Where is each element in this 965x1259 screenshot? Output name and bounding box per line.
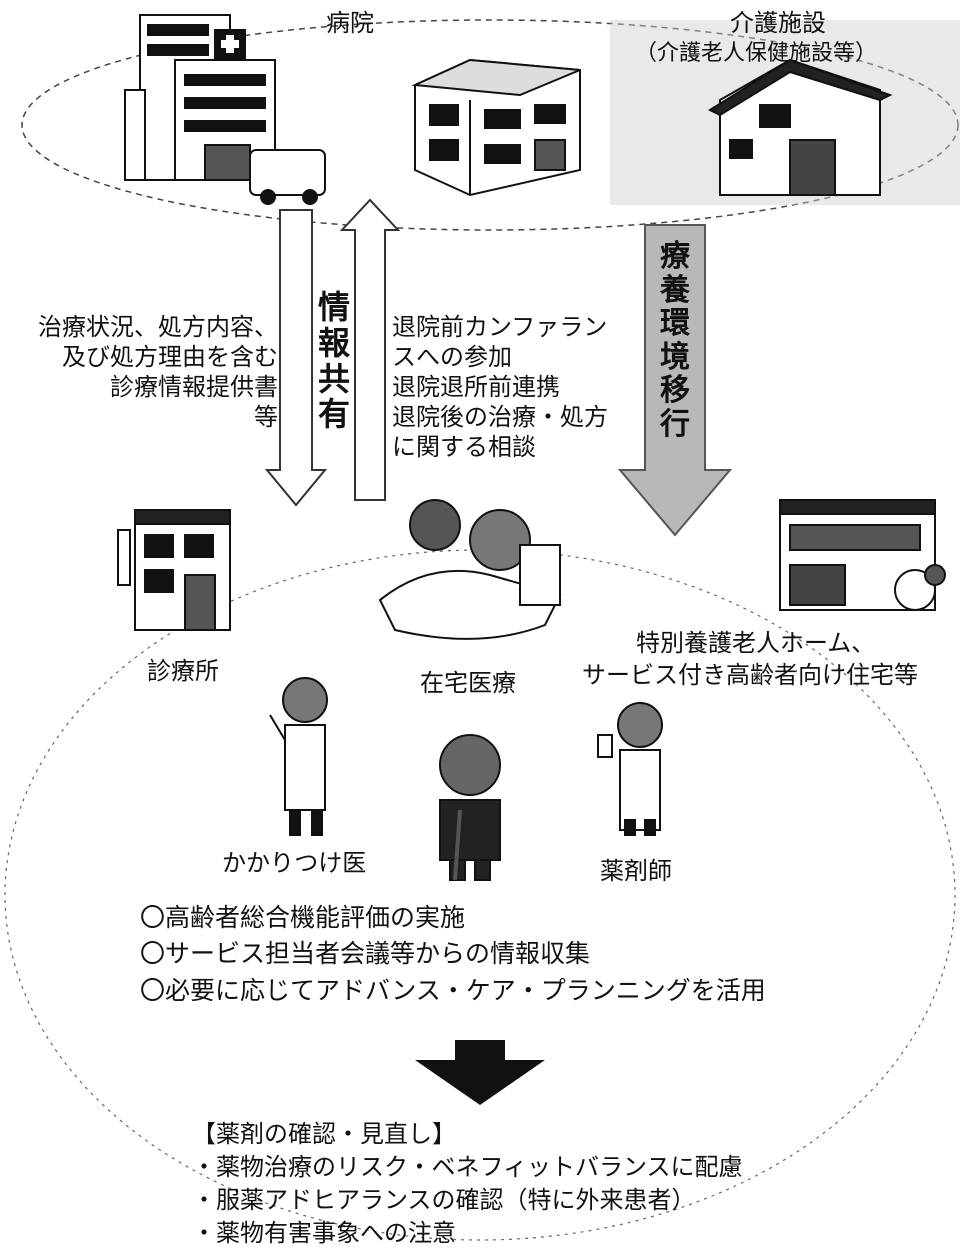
elderly-patient-icon [439,734,501,881]
nursing-home-icon [779,499,946,611]
community-region [4,549,956,1241]
clinic-label: 診療所 [147,657,219,685]
home-care-icon [378,499,562,640]
review-title: 【薬剤の確認・見直し】 [192,1120,456,1148]
info-right-line-2: スへの参加 [392,343,512,371]
transition-down-arrow [617,224,733,537]
info-left-block: 治療状況、処方内容、 及び処方理由を含む 診療情報提供書 等 [20,312,278,432]
doctor-figure-icon [269,677,328,836]
hospital-label: 病院 [326,9,374,37]
info-right-line-1: 退院前カンファラン [392,313,608,341]
info-left-line-2: 及び処方理由を含む [62,343,278,371]
transition-vertical: 療養環境移行 [660,239,690,442]
assessment-item-2: 〇サービス担当者会議等からの情報収集 [140,939,591,969]
info-left-line-1: 治療状況、処方内容、 [38,313,278,341]
review-down-arrow [415,1040,545,1105]
care-facility-house-icon [707,58,893,196]
review-item-3: ・薬物有害事象への注意 [192,1219,456,1248]
review-item-2: ・服薬アドヒアランスの確認（特に外来患者） [192,1186,696,1215]
assessment-item-1: 〇高齢者総合機能評価の実施 [140,903,466,932]
info-up-arrow [339,198,401,501]
assessment-list: 〇高齢者総合機能評価の実施 〇サービス担当者会議等からの情報収集 〇必要に応じて… [140,900,766,1009]
info-right-line-4: 退院後の治療・処方 [392,403,608,431]
nursing-home-label-2: サービス付き高齢者向け住宅等 [582,661,918,689]
facility-building-icon [411,58,581,197]
info-left-line-4: 等 [254,403,278,431]
review-item-1: ・薬物治療のリスク・ベネフィットバランスに配慮 [192,1153,743,1182]
info-right-line-5: に関する相談 [392,433,536,461]
pharmacist-figure-icon [597,702,663,836]
hospital-building-icon [124,14,326,205]
care-facility-label: 介護施設 [730,9,826,37]
hospital-care-region [21,19,959,231]
review-block: 【薬剤の確認・見直し】 ・薬物治療のリスク・ベネフィットバランスに配慮 ・服薬ア… [192,1118,743,1250]
care-facility-sub: （介護老人保健施設等） [635,41,878,66]
info-right-line-3: 退院退所前連携 [392,373,560,401]
doctor-label: かかりつけ医 [222,849,367,877]
home-care-label: 在宅医療 [420,669,516,697]
info-right-block: 退院前カンファラン スへの参加 退院退所前連携 退院後の治療・処方 に関する相談 [392,312,608,462]
pharmacist-label: 薬剤師 [600,857,672,885]
assessment-item-3: 〇必要に応じてアドバンス・ケア・プランニングを活用 [140,975,766,1005]
info-share-vertical: 情報共有 [317,288,350,434]
nursing-home-label-1: 特別養護老人ホーム、 [636,629,876,657]
info-down-arrow [264,209,328,507]
clinic-building-icon [117,509,231,631]
info-left-line-3: 診療情報提供書 [110,373,278,401]
